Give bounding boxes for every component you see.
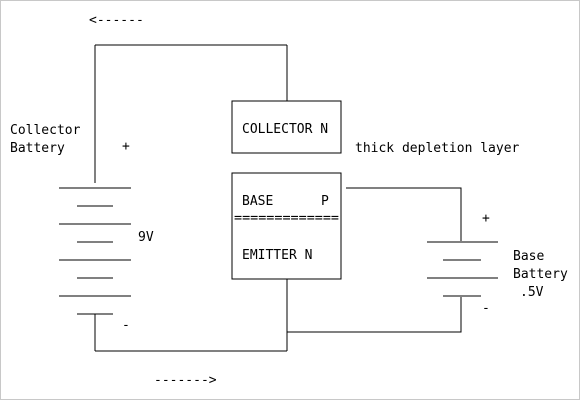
collector-battery-label-line2: Battery	[10, 141, 65, 156]
electron-flow-arrow-top: <------	[89, 13, 144, 28]
base-battery-label-line2: Battery	[513, 267, 568, 282]
base-type-label: P	[321, 194, 329, 209]
base-battery-minus: -	[482, 301, 490, 316]
collector-battery-voltage: 9V	[138, 230, 154, 245]
base-battery-label-line1: Base	[513, 249, 544, 264]
base-lead	[346, 187, 462, 241]
collector-battery-label-line1: Collector	[10, 123, 81, 138]
base-battery-return-wire	[287, 297, 462, 333]
base-emitter-box	[231, 172, 342, 280]
collector-battery-plus: +	[122, 139, 130, 154]
collector-battery-cells	[59, 187, 131, 315]
base-battery-voltage: .5V	[520, 285, 544, 300]
collector-battery-minus: -	[122, 318, 130, 333]
emitter-region-label: EMITTER N	[242, 248, 312, 263]
base-region-label: BASE	[242, 194, 273, 209]
collector-region-label: COLLECTOR N	[242, 122, 328, 137]
pn-junction-line: =============	[234, 211, 339, 226]
depletion-layer-label: thick depletion layer	[355, 141, 520, 156]
collector-region-box	[231, 100, 342, 154]
base-battery-plus: +	[482, 211, 490, 226]
base-battery-cells	[427, 241, 498, 297]
electron-flow-arrow-bottom: ------->	[154, 373, 217, 388]
